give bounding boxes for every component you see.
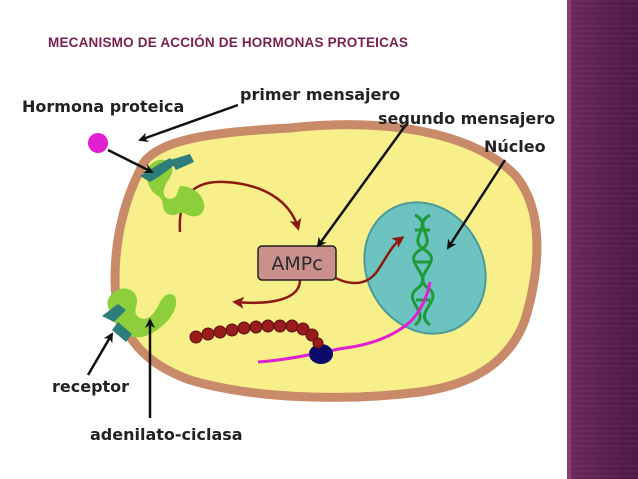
signal-arrow-ampc-to-nucleus: [321, 236, 405, 285]
side-panel-texture: [571, 0, 638, 479]
receptor-top: [140, 154, 205, 217]
side-panel-stripe: [567, 0, 571, 479]
arrow-hormone-to-receptor: [107, 148, 154, 174]
side-panel: [567, 0, 638, 479]
ampc-label: AMPc: [271, 253, 322, 275]
mrna-strand: [257, 281, 432, 364]
hormone-molecule: [88, 133, 108, 153]
ribosome: [309, 344, 333, 364]
slide-title: MECANISMO DE ACCIÓN DE HORMONAS PROTEICA…: [48, 35, 409, 50]
arrow-second-messenger: [316, 121, 410, 248]
ampc-box: [257, 245, 337, 281]
protein-chain: [189, 319, 324, 349]
label-nucleo: Núcleo: [484, 137, 546, 156]
label-primer-mensajero: primer mensajero: [240, 85, 400, 104]
arrow-first-messenger: [138, 103, 239, 143]
label-adenilato-ciclasa: adenilato-ciclasa: [90, 425, 243, 444]
label-segundo-mensajero: segundo mensajero: [378, 109, 555, 128]
label-hormona-proteica: Hormona proteica: [22, 97, 184, 116]
signal-arrow-ampc-to-cytoplasm: [232, 279, 302, 309]
label-receptor: receptor: [52, 377, 129, 396]
receptor-bottom: [102, 288, 177, 342]
dna-strand: [410, 213, 435, 327]
arrow-receptor: [86, 332, 114, 376]
arrow-nucleus: [446, 159, 507, 250]
